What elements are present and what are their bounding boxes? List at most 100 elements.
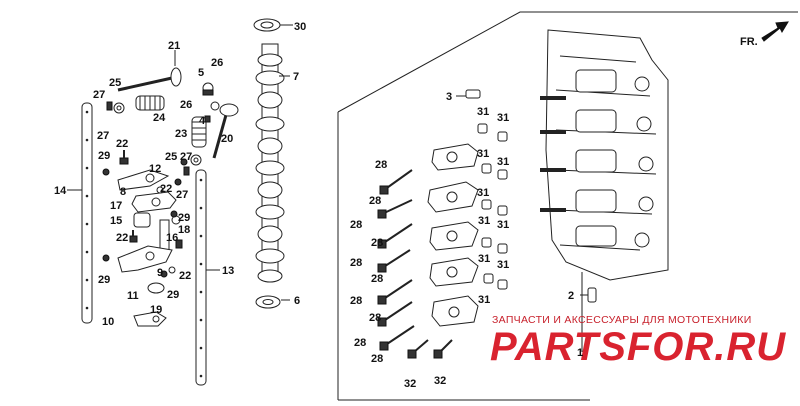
callout-21: 21 [168, 40, 180, 52]
front-arrow-icon [761, 21, 789, 42]
callout-31-d: 31 [497, 156, 509, 168]
callout-15: 15 [110, 215, 122, 227]
callout-28-a: 28 [375, 159, 387, 171]
callout-26-b: 26 [180, 99, 192, 111]
callout-23: 23 [175, 128, 187, 140]
callout-29-c: 29 [98, 274, 110, 286]
rocker-shaft-holder [131, 191, 177, 213]
oil-pipe-right [195, 169, 207, 386]
callout-31-h: 31 [478, 253, 490, 265]
nut-27-right-b [174, 178, 182, 186]
nut-29-left-b [102, 254, 110, 262]
callout-6: 6 [294, 295, 300, 307]
rocker-bolt-22-right [175, 239, 183, 249]
callout-31-e: 31 [477, 187, 489, 199]
callout-32-b: 32 [434, 375, 446, 387]
front-direction-label: FR. [740, 36, 758, 48]
callout-labels: 1 2 3 4 5 6 7 8 9 10 11 12 13 14 15 16 1… [54, 21, 583, 390]
valve-seal-upper [113, 102, 125, 114]
callout-29-a: 29 [98, 150, 110, 162]
callout-27-c: 27 [180, 151, 192, 163]
exhaust-valve [212, 103, 239, 159]
callout-31-i: 31 [497, 259, 509, 271]
rocker-arm-upper [117, 169, 170, 191]
valve-cotter-upper [106, 101, 113, 111]
oil-pipe-left [81, 102, 93, 324]
callout-22-d: 22 [179, 270, 191, 282]
valve-spring-upper [135, 95, 165, 111]
callout-28-e: 28 [350, 257, 362, 269]
nut-29-right-a [170, 210, 178, 218]
callout-28-g: 28 [350, 295, 362, 307]
callout-18: 18 [178, 224, 190, 236]
callout-8: 8 [120, 186, 126, 198]
callout-4: 4 [199, 115, 206, 127]
callout-27-b: 27 [97, 130, 109, 142]
callout-25-b: 25 [165, 151, 177, 163]
lock-washer-8 [156, 186, 164, 194]
callout-31-b: 31 [497, 112, 509, 124]
rocker-arm-10 [133, 311, 167, 327]
spring-retainer-upper [202, 82, 214, 96]
watermark-brand: PARTSFOR.RU [490, 325, 786, 369]
callout-12: 12 [149, 163, 161, 175]
callout-31-j: 31 [478, 294, 490, 306]
nut-29-left-a [102, 168, 110, 176]
dowel-pin-2 [587, 287, 597, 303]
nut-27-right-a [180, 158, 188, 166]
callout-22-b: 22 [160, 183, 172, 195]
callout-30: 30 [294, 21, 306, 33]
callout-31-c: 31 [477, 148, 489, 160]
cylinder-head-group-outline [337, 11, 798, 401]
camshaft-oil-seal-bottom [255, 295, 281, 309]
callout-3: 3 [446, 91, 452, 103]
callout-31-f: 31 [478, 215, 490, 227]
callout-28-c: 28 [350, 219, 362, 231]
cylinder-head [540, 29, 669, 281]
camshaft-holder-1 [431, 143, 479, 171]
nut-29-right-b [160, 270, 168, 278]
callout-31-a: 31 [477, 106, 489, 118]
camshaft-holder-4 [429, 257, 479, 287]
valve-seal-lower [190, 154, 202, 166]
rocker-bolt-lower [129, 230, 138, 243]
callout-13: 13 [222, 265, 234, 277]
callout-28-b: 28 [369, 195, 381, 207]
callout-22-a: 22 [116, 138, 128, 150]
camshaft-holder-3 [429, 221, 479, 251]
callout-28-f: 28 [371, 273, 383, 285]
callout-11: 11 [127, 290, 139, 302]
front-direction-indicator: FR. [740, 21, 789, 48]
callout-29-b: 29 [178, 212, 190, 224]
callout-14: 14 [54, 185, 67, 197]
seal-washer-19 [147, 282, 165, 294]
watermark: ЗАПЧАСТИ И АКСЕССУАРЫ ДЛЯ МОТОТЕХНИКИ PA… [490, 314, 786, 369]
callout-2: 2 [568, 290, 574, 302]
callout-7: 7 [293, 71, 299, 83]
spring-retainer-small [210, 101, 220, 111]
rocker-arm-lower [117, 245, 173, 273]
callout-32-a: 32 [404, 378, 416, 390]
camshaft-holder-2 [427, 181, 479, 213]
callout-24: 24 [153, 112, 166, 124]
lock-washer-9 [168, 266, 176, 274]
callout-1: 1 [577, 347, 583, 359]
callout-28-i: 28 [354, 337, 366, 349]
callout-22-c: 22 [116, 232, 128, 244]
valve-spring-lower [191, 116, 207, 148]
callout-25-a: 25 [109, 77, 121, 89]
rocker-collar [133, 212, 151, 228]
camshaft-holder-5 [431, 295, 479, 327]
callout-28-h: 28 [369, 312, 381, 324]
callout-26-a: 26 [211, 57, 223, 69]
valve-cotter-lower [183, 166, 190, 176]
rocker-bolt-upper [119, 150, 129, 165]
dowel-pin-3 [465, 89, 481, 99]
callout-19: 19 [150, 304, 162, 316]
callout-28-j: 28 [371, 353, 383, 365]
callout-29-d: 29 [167, 289, 179, 301]
intake-valve [117, 67, 182, 92]
callout-16: 16 [166, 232, 178, 244]
